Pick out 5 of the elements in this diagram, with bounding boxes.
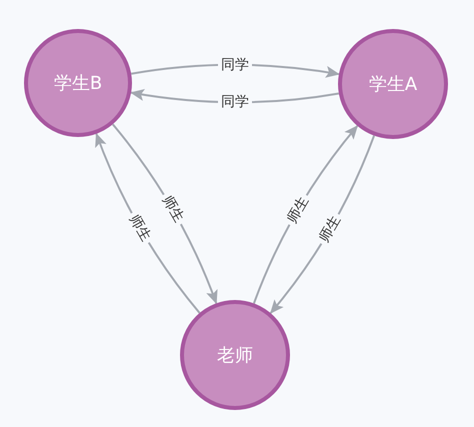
node-label: 老师 [217, 344, 253, 367]
node-label: 学生A [368, 73, 418, 96]
edge-label: 同学 [218, 94, 252, 110]
edge-label: 同学 [218, 56, 252, 73]
node-label: 学生B [54, 72, 102, 95]
